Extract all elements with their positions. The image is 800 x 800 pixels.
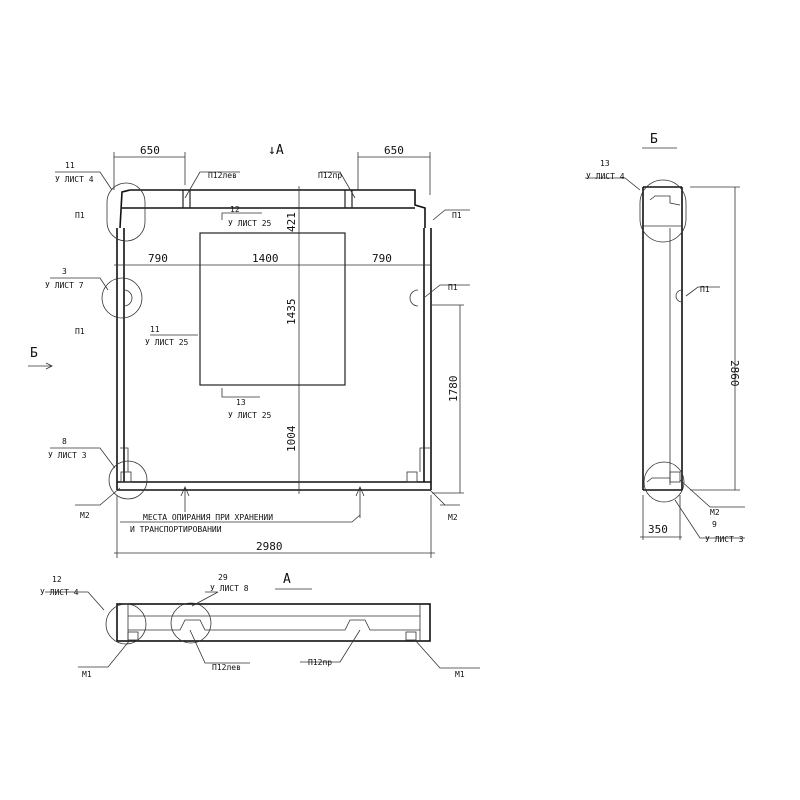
view-b-title: Б xyxy=(650,132,658,147)
callout-11-sheet: У ЛИСТ 4 xyxy=(55,175,94,184)
part-p1-left: П1 xyxy=(75,327,85,336)
left-column xyxy=(116,228,125,490)
part-p12-left: П12лев xyxy=(208,171,237,180)
view-a: А 12 У ЛИСТ 4 29 У ЛИСТ 8 М1 М1 П12лев П… xyxy=(40,572,480,679)
part-p1-right: П1 xyxy=(448,283,458,292)
callout-12a-sheet: У ЛИСТ 4 xyxy=(40,588,79,597)
detail-circle-11 xyxy=(106,182,146,242)
part-p12-right-a: П12пр xyxy=(308,658,332,667)
embedded-plate-m2-right xyxy=(406,471,418,483)
callout-13b-sheet: У ЛИСТ 4 xyxy=(586,172,625,181)
dim-421: 421 xyxy=(285,212,298,232)
dim-2980: 2980 xyxy=(256,540,283,553)
embedded-plate-m2-left xyxy=(120,471,132,483)
detail-circle-9 xyxy=(643,461,685,503)
part-m2-right: М2 xyxy=(448,513,458,522)
dim-1004: 1004 xyxy=(285,425,298,452)
part-p12-right: П12пр xyxy=(318,171,342,180)
bottom-beam xyxy=(117,481,431,491)
view-b-outline xyxy=(642,186,683,491)
part-m1-right: М1 xyxy=(455,670,465,679)
dim-right-650: 650 xyxy=(384,144,404,157)
main-view: ↓А 650 650 790 1400 790 421 1435 1004 17… xyxy=(28,143,470,558)
dim-350: 350 xyxy=(648,523,668,536)
detail-circle-13 xyxy=(639,179,687,243)
callout-11w-number: 11 xyxy=(150,325,160,334)
callout-12-number: 12 xyxy=(230,205,240,214)
callout-8-sheet: У ЛИСТ 3 xyxy=(48,451,87,460)
right-column xyxy=(423,228,432,490)
part-p1-top-left: П1 xyxy=(75,211,85,220)
callout-9-sheet: У ЛИСТ 3 xyxy=(705,535,744,544)
part-m2-left: М2 xyxy=(80,511,90,520)
callout-29-number: 29 xyxy=(218,573,228,582)
dim-1435: 1435 xyxy=(285,299,298,326)
part-p12-left-a: П12лев xyxy=(212,663,241,672)
top-beam xyxy=(119,189,426,229)
callout-3-number: 3 xyxy=(62,267,67,276)
callout-3-sheet: У ЛИСТ 7 xyxy=(45,281,84,290)
callout-8-number: 8 xyxy=(62,437,67,446)
callout-29-sheet: У ЛИСТ 8 xyxy=(210,584,249,593)
dim-left-790: 790 xyxy=(148,252,168,265)
detail-circle-29 xyxy=(170,602,212,644)
view-a-title: А xyxy=(283,572,291,587)
section-b-marker: Б xyxy=(30,346,38,361)
dim-right-790: 790 xyxy=(372,252,392,265)
view-a-outline xyxy=(116,603,431,642)
callout-12-sheet: У ЛИСТ 25 xyxy=(228,219,272,228)
detail-circle-12 xyxy=(105,603,147,645)
part-m1-left: М1 xyxy=(82,670,92,679)
callout-11-number: 11 xyxy=(65,161,75,170)
dim-left-650: 650 xyxy=(140,144,160,157)
part-p1-b: П1 xyxy=(700,285,710,294)
support-note-line1: МЕСТА ОПИРАНИЯ ПРИ ХРАНЕНИИ xyxy=(143,513,273,522)
callout-13b-number: 13 xyxy=(600,159,610,168)
section-a-marker: ↓А xyxy=(268,143,284,158)
callout-13w-sheet: У ЛИСТ 25 xyxy=(228,411,272,420)
window-opening xyxy=(199,232,346,386)
view-b: Б 13 У ЛИСТ 4 П1 2860 350 М2 9 У ЛИСТ 3 xyxy=(585,132,745,544)
part-p1-top-right: П1 xyxy=(452,211,462,220)
callout-12a-number: 12 xyxy=(52,575,62,584)
part-m2-b: М2 xyxy=(710,508,720,517)
detail-circle-8 xyxy=(108,460,148,500)
callout-13w-number: 13 xyxy=(236,398,246,407)
dim-2860: 2860 xyxy=(728,360,741,387)
callout-9-number: 9 xyxy=(712,520,717,529)
dim-center-1400: 1400 xyxy=(252,252,279,265)
callout-11w-sheet: У ЛИСТ 25 xyxy=(145,338,189,347)
detail-circle-3 xyxy=(101,277,143,319)
support-note-line2: И ТРАНСПОРТИРОВАНИИ xyxy=(130,525,222,534)
dim-1780: 1780 xyxy=(447,376,460,403)
